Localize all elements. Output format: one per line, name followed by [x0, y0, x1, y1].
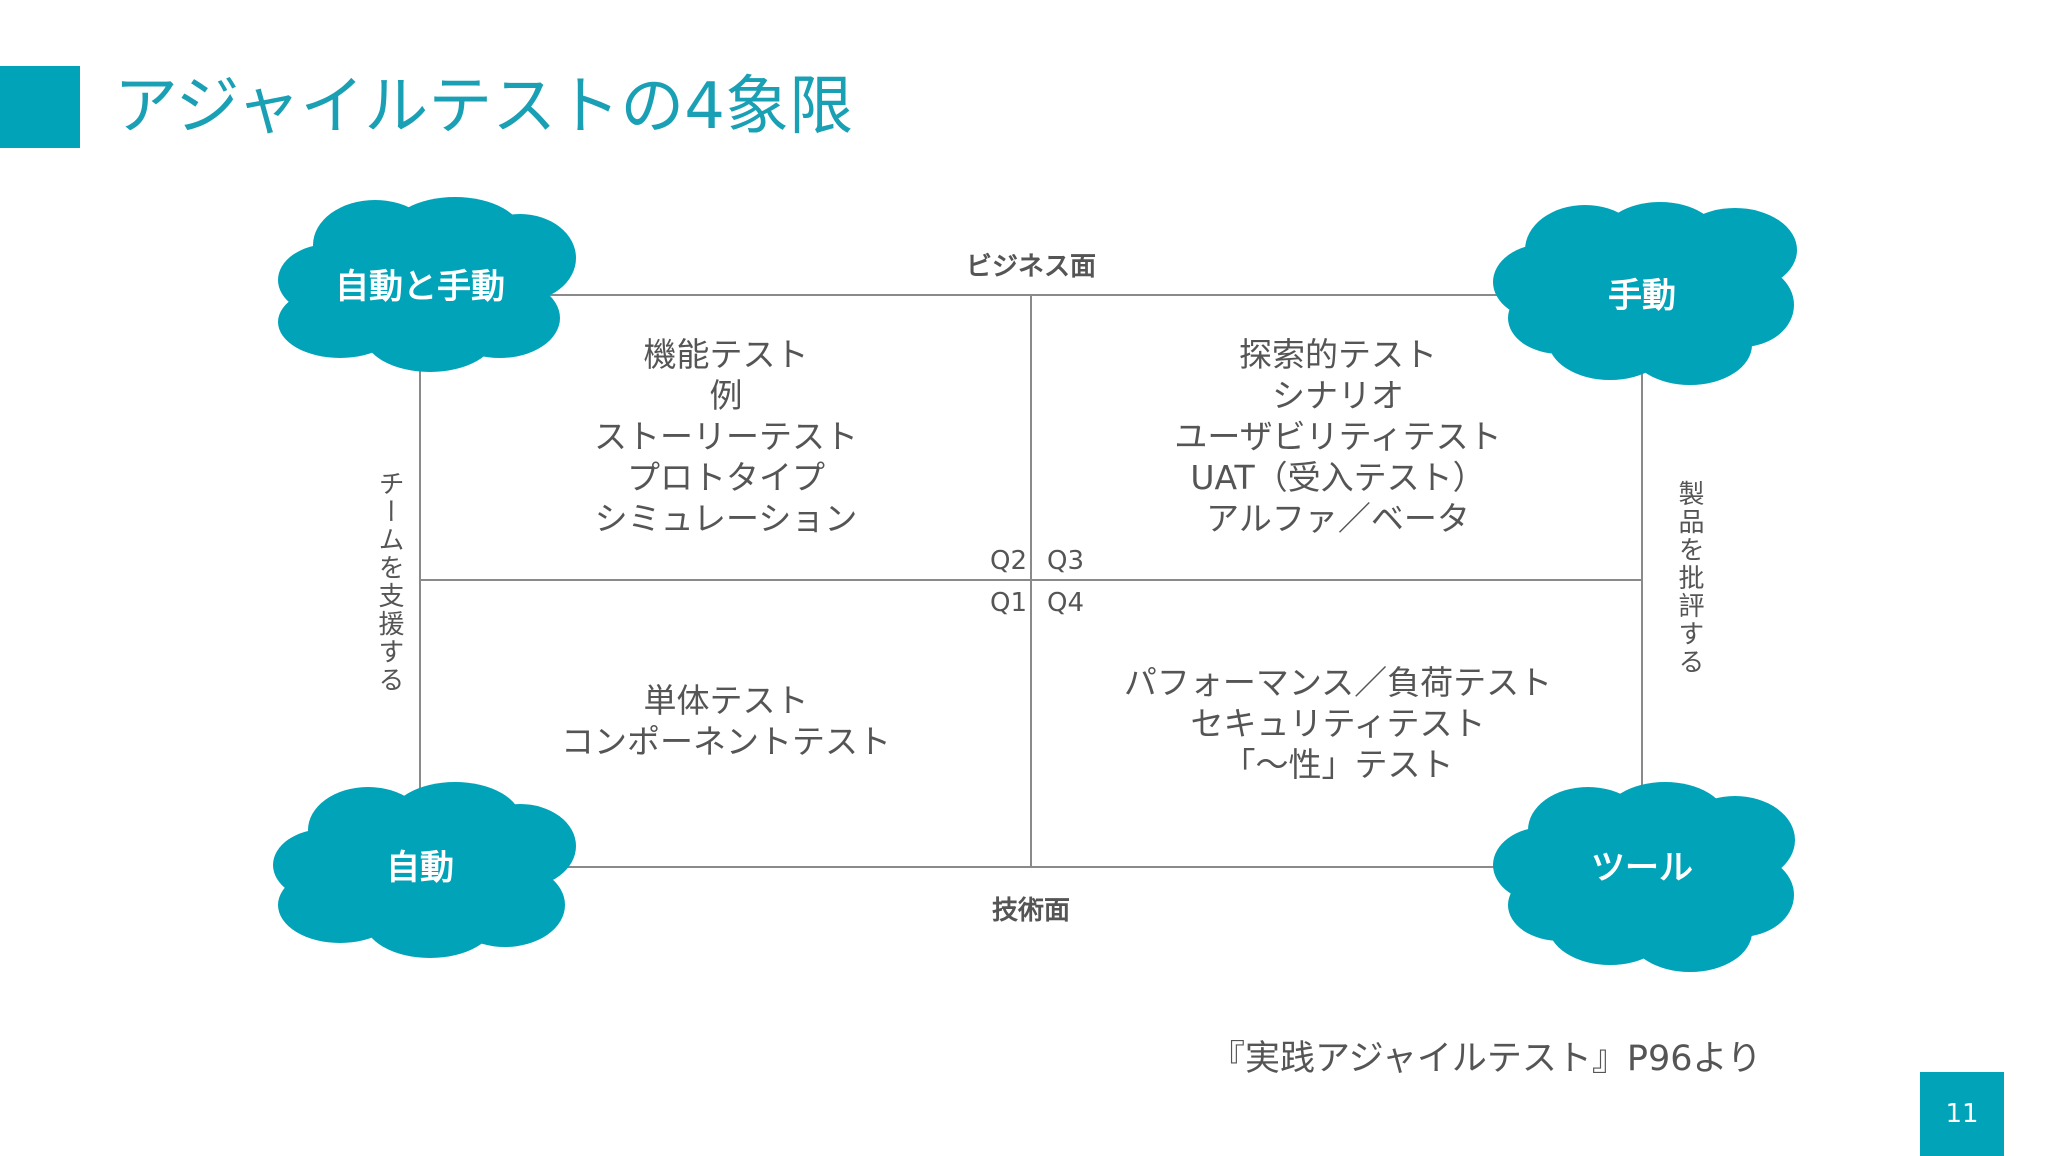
cloud-label-manual: 手動: [1608, 276, 1676, 316]
quadrant-q2-line: ストーリーテスト: [594, 417, 858, 456]
axis-label-support-team: チームを支援する: [374, 470, 404, 694]
quadrant-label-q3: Q3: [1047, 546, 1085, 576]
quadrant-q2-line: プロトタイプ: [627, 458, 825, 497]
quadrant-q1-text: 単体テスト コンポーネントテスト: [466, 680, 986, 762]
quadrant-q2-line: 例: [709, 376, 743, 415]
cloud-bottom-right: [1493, 782, 1795, 972]
quadrant-q1-line: コンポーネントテスト: [561, 722, 891, 761]
quadrant-q3-text: 探索的テスト シナリオ ユーザビリティテスト UAT（受入テスト） アルファ／ベ…: [1078, 334, 1598, 539]
cloud-top-right: [1493, 202, 1797, 385]
cloud-label-tools: ツール: [1591, 848, 1693, 888]
quadrant-label-q1: Q1: [990, 588, 1028, 618]
quadrant-q3-line: ユーザビリティテスト: [1174, 417, 1502, 456]
quadrant-q3-line: シナリオ: [1272, 376, 1404, 415]
quadrant-q4-line: 「〜性」テスト: [1222, 745, 1454, 784]
quadrant-q4-text: パフォーマンス／負荷テスト セキュリティテスト 「〜性」テスト: [1078, 662, 1598, 785]
title-accent-bar: [0, 66, 80, 148]
axis-label-business: ビジネス面: [965, 252, 1096, 282]
axis-label-technology: 技術面: [991, 896, 1070, 926]
quadrant-q1-line: 単体テスト: [643, 681, 809, 720]
quadrant-q4-line: セキュリティテスト: [1190, 704, 1486, 743]
cloud-label-auto: 自動: [386, 848, 454, 888]
quadrant-q2-line: シミュレーション: [594, 499, 858, 538]
slide-title: アジャイルテストの4象限: [114, 70, 853, 144]
source-note: 『実践アジャイルテスト』P96より: [1210, 1039, 1762, 1079]
quadrant-q3-line: UAT（受入テスト）: [1190, 458, 1486, 497]
quadrant-q3-line: アルファ／ベータ: [1206, 499, 1470, 538]
quadrant-label-q2: Q2: [990, 546, 1028, 576]
cloud-label-auto-and-manual: 自動と手動: [335, 267, 505, 307]
cloud-bottom-left: [273, 782, 576, 958]
axis-label-critique-product: 製品を批評する: [1674, 480, 1704, 676]
quadrant-q2-line: 機能テスト: [643, 335, 809, 374]
quadrant-q2-text: 機能テスト 例 ストーリーテスト プロトタイプ シミュレーション: [466, 334, 986, 539]
cloud-top-left: [278, 197, 576, 372]
quadrant-label-q4: Q4: [1047, 588, 1085, 618]
quadrant-q3-line: 探索的テスト: [1239, 335, 1437, 374]
page-number: 11: [1920, 1072, 2004, 1156]
quadrant-q4-line: パフォーマンス／負荷テスト: [1123, 663, 1553, 702]
